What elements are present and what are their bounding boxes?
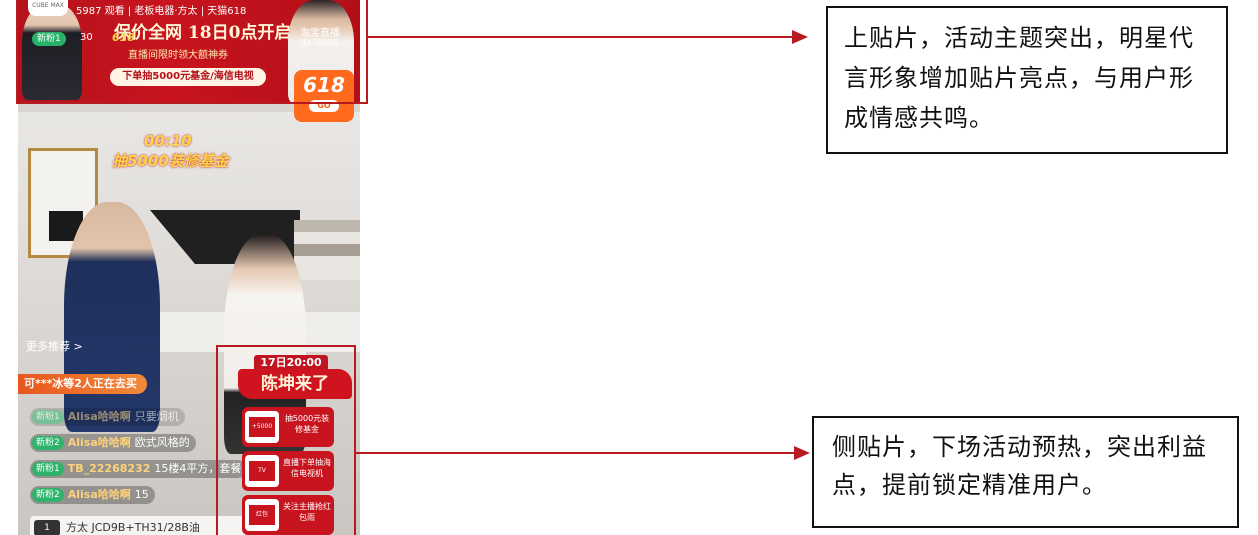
comment-user: Alisa哈哈啊 bbox=[67, 436, 131, 449]
comment-text: 15楼4平方，套餐 bbox=[154, 462, 242, 475]
side-sticker-frame bbox=[216, 345, 356, 535]
product-bar[interactable]: 1 方太 JCD9B+TH31/28B油 bbox=[30, 516, 248, 535]
shelf-image bbox=[294, 220, 360, 280]
top-arrow-head-icon bbox=[792, 30, 808, 44]
countdown-timer: 00:10 bbox=[144, 132, 192, 150]
host-id: ID:70295 bbox=[301, 38, 338, 47]
buying-notice: 可***冰等2人正在去买 bbox=[18, 374, 147, 394]
side-item-fund[interactable]: +5000 抽5000元装修基金 bbox=[242, 407, 334, 447]
logo-618-text: 618 bbox=[303, 73, 345, 97]
side-item-redpacket[interactable]: 红包 关注主播抢红包雨 bbox=[242, 495, 334, 535]
product-text: 方太 JCD9B+TH31/28B油 bbox=[66, 521, 200, 534]
side-item-tv[interactable]: TV 直播下单抽海信电视机 bbox=[242, 451, 334, 491]
top-arrow-line bbox=[368, 36, 794, 38]
product-number: 1 bbox=[34, 520, 60, 535]
star-banner: 陈坤来了 bbox=[238, 369, 352, 399]
item-thumb: TV bbox=[245, 455, 279, 487]
fan-tag: 新粉1 bbox=[32, 462, 64, 476]
fan-tag: 新粉2 bbox=[32, 488, 64, 502]
banner-subheadline: 直播间限时领大额神券 bbox=[128, 50, 228, 61]
brand-avatar: CUBE MAX bbox=[28, 0, 68, 16]
date-tag: 17日20:00 bbox=[254, 355, 328, 371]
item-thumb: 红包 bbox=[245, 499, 279, 531]
item-text: 抽5000元装修基金 bbox=[284, 414, 330, 434]
views-line: 5987 观看 | 老板电器·方太 | 天猫618 bbox=[76, 6, 247, 17]
side-arrow-head-icon bbox=[794, 446, 810, 460]
host-label: 淘宝直播 bbox=[300, 28, 340, 39]
fan-count: 30 bbox=[80, 32, 93, 43]
fund-pill[interactable]: 下单抽5000元基金/海信电视 bbox=[110, 68, 266, 86]
fan-tag: 新粉2 bbox=[32, 436, 64, 450]
fan-tag: 新粉1 bbox=[32, 32, 66, 46]
comment-text: 15 bbox=[134, 488, 149, 501]
side-arrow-line bbox=[356, 452, 796, 454]
live-stream-screenshot: CUBE MAX 5987 观看 | 老板电器·方太 | 天猫618 新粉1 3… bbox=[18, 0, 360, 535]
item-thumb-label: TV bbox=[249, 461, 275, 481]
top-sticker-banner[interactable]: CUBE MAX 5987 观看 | 老板电器·方太 | 天猫618 新粉1 3… bbox=[18, 0, 360, 104]
comment-user: Alisa哈哈啊 bbox=[67, 410, 131, 423]
item-thumb: +5000 bbox=[245, 411, 279, 443]
item-text: 直播下单抽海信电视机 bbox=[283, 458, 331, 478]
draw-fund-text: 抽5000装修基金 bbox=[112, 152, 229, 170]
comment-user: TB_22268232 bbox=[67, 462, 151, 475]
top-sticker-callout: 上贴片，活动主题突出，明星代言形象增加贴片亮点，与用户形成情感共鸣。 bbox=[826, 6, 1228, 154]
logo-618-button[interactable]: 618 GO bbox=[294, 70, 354, 122]
celebrity-left-image bbox=[22, 4, 82, 100]
item-text: 关注主播抢红包雨 bbox=[283, 502, 331, 522]
banner-headline: 保价全网 18日0点开启 bbox=[114, 23, 292, 43]
side-sticker-panel[interactable]: 17日20:00 陈坤来了 +5000 抽5000元装修基金 TV 直播下单抽海… bbox=[220, 345, 354, 535]
more-recommend-link[interactable]: 更多推荐 > bbox=[26, 340, 83, 353]
side-sticker-callout: 侧贴片，下场活动预热，突出利益点，提前锁定精准用户。 bbox=[812, 416, 1239, 528]
comment-text: 欧式风格的 bbox=[134, 436, 190, 449]
item-thumb-label: 红包 bbox=[249, 505, 275, 525]
item-thumb-label: +5000 bbox=[249, 417, 275, 437]
top-sticker-frame bbox=[16, 0, 368, 104]
comment-text: 只要烟机 bbox=[134, 410, 179, 423]
comment-user: Alisa哈哈啊 bbox=[67, 488, 131, 501]
badge-618: 618 bbox=[112, 31, 135, 44]
fan-tag: 新粉1 bbox=[32, 410, 64, 424]
host-man-image bbox=[64, 202, 160, 432]
